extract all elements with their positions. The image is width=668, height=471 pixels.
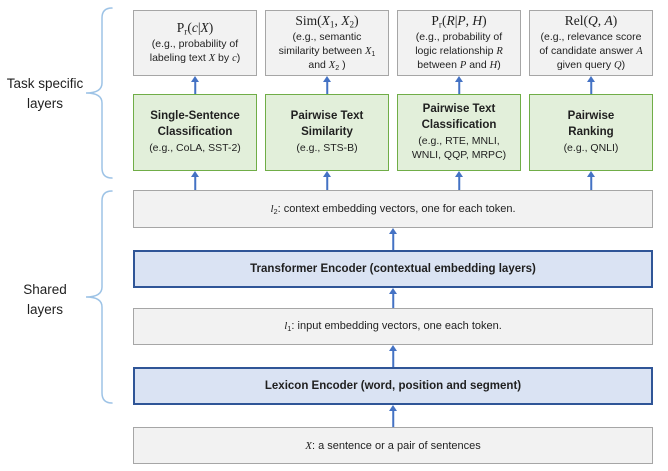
task-title: Pairwise Text Similarity [290, 110, 364, 138]
lexicon-encoder-bar: Lexicon Encoder (word, position and segm… [133, 367, 653, 405]
task-examples: (e.g., STS-B) [296, 142, 358, 155]
task-examples: (e.g., QNLI) [563, 142, 619, 155]
l2-bar-label: l2: context embedding vectors, one for e… [270, 202, 516, 216]
up-arrow [585, 76, 597, 94]
formula-description: (e.g., probability of logic relationship… [415, 31, 503, 72]
up-arrow [387, 405, 399, 427]
up-arrow [387, 228, 399, 250]
up-arrow [189, 171, 201, 190]
up-arrow [453, 171, 465, 190]
output-box-ranking: Rel(Q, A) (e.g., relevance score of cand… [529, 10, 653, 76]
formula-rel-q-a: Rel(Q, A) [564, 13, 618, 29]
transformer-encoder-bar: Transformer Encoder (contextual embeddin… [133, 250, 653, 288]
task-title: Single-Sentence Classification [150, 110, 240, 138]
task-box-pairwise-text-similarity: Pairwise Text Similarity (e.g., STS-B) [265, 94, 389, 171]
output-box-pairwise-classification: Pr(R|P, H) (e.g., probability of logic r… [397, 10, 521, 76]
task-title: Pairwise Text Classification [421, 103, 497, 131]
task-box-single-sentence-classification: Single-Sentence Classification (e.g., Co… [133, 94, 257, 171]
shared-layers-brace [85, 190, 113, 404]
task-specific-layers-label: Task specific layers [6, 76, 84, 112]
transformer-encoder-label: Transformer Encoder (contextual embeddin… [250, 263, 536, 275]
up-arrow [387, 345, 399, 367]
shared-layers-label: Shared layers [23, 282, 67, 318]
up-arrow [453, 76, 465, 94]
l2-context-embedding-bar: l2: context embedding vectors, one for e… [133, 190, 653, 228]
output-box-similarity: Sim(X1, X2) (e.g., semantic similarity b… [265, 10, 389, 76]
up-arrow [321, 171, 333, 190]
formula-sim-x1-x2: Sim(X1, X2) [295, 12, 359, 30]
task-specific-brace [85, 7, 113, 179]
output-box-classification: Pr(c|X) (e.g., probability of labeling t… [133, 10, 257, 76]
task-examples: (e.g., CoLA, SST-2) [149, 142, 241, 155]
up-arrow [189, 76, 201, 94]
task-box-pairwise-ranking: Pairwise Ranking (e.g., QNLI) [529, 94, 653, 171]
formula-description: (e.g., probability of labeling text X by… [149, 38, 241, 65]
formula-description: (e.g., semantic similarity between X1 an… [278, 31, 376, 72]
up-arrow [387, 288, 399, 308]
task-box-pairwise-text-classification: Pairwise Text Classification (e.g., RTE,… [397, 94, 521, 171]
lexicon-encoder-label: Lexicon Encoder (word, position and segm… [264, 380, 522, 392]
input-bar-label: X: a sentence or a pair of sentences [305, 439, 481, 452]
up-arrow [585, 171, 597, 190]
task-title: Pairwise Ranking [567, 110, 615, 138]
l1-bar-label: l1: input embedding vectors, one each to… [284, 320, 502, 333]
l1-input-embedding-bar: l1: input embedding vectors, one each to… [133, 308, 653, 345]
task-examples: (e.g., RTE, MNLI, WNLI, QQP, MRPC) [411, 135, 507, 162]
up-arrow [321, 76, 333, 94]
formula-description: (e.g., relevance score of candidate answ… [539, 31, 643, 71]
input-sentence-bar: X: a sentence or a pair of sentences [133, 427, 653, 464]
formula-pr-c-x: Pr(c|X) [176, 20, 214, 37]
formula-pr-r-p-h: Pr(R|P, H) [431, 13, 487, 30]
